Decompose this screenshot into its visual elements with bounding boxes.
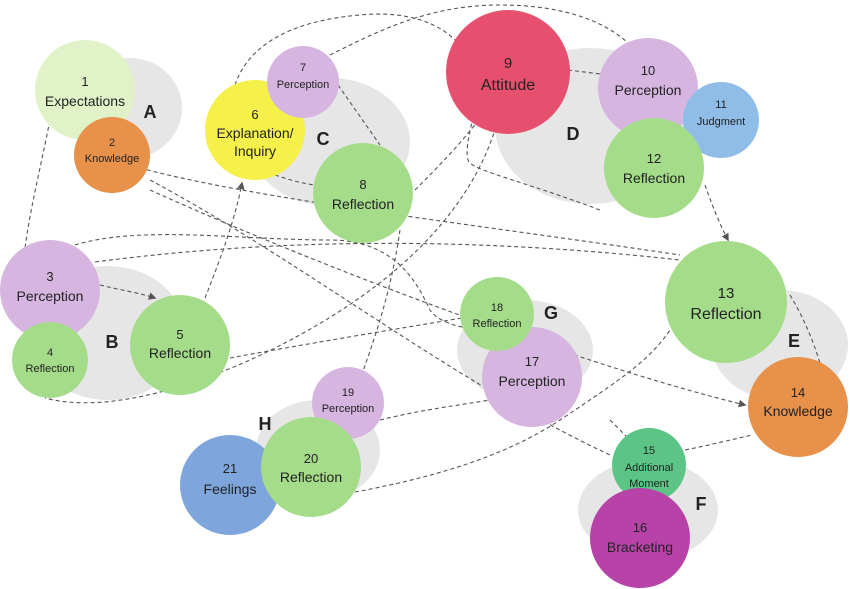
node-1-number: 1 (81, 74, 88, 89)
connector (139, 167, 681, 256)
node-2-label: Knowledge (85, 153, 139, 165)
node-9-number: 9 (504, 55, 512, 72)
connector (379, 399, 491, 421)
node-2-circle (74, 117, 150, 193)
node-16-circle (590, 488, 690, 588)
connector (94, 242, 681, 263)
connector (149, 189, 747, 408)
connector (74, 234, 491, 331)
node-13-number: 13 (718, 285, 735, 302)
connector (567, 69, 601, 75)
node-21-label: Feelings (204, 481, 257, 497)
connector (229, 317, 463, 359)
node-18-label: Reflection (473, 318, 522, 330)
node-11-label: Judgment (697, 116, 745, 128)
node-20-label: Reflection (280, 469, 342, 485)
node-14-label: Knowledge (763, 403, 832, 419)
node-19-number: 19 (342, 387, 354, 399)
node-9-circle (446, 10, 570, 134)
connector (466, 109, 601, 211)
node-20-circle (261, 417, 361, 517)
connector (329, 4, 631, 56)
node-4-circle (12, 322, 88, 398)
connector (44, 119, 499, 404)
node-1-circle (35, 40, 135, 140)
node-12-label: Reflection (623, 170, 685, 186)
node-7-circle (267, 46, 339, 118)
node-2-number: 2 (109, 137, 115, 149)
connector (234, 13, 456, 86)
node-6-number: 6 (251, 107, 258, 122)
node-8-number: 8 (359, 177, 366, 192)
group-a-letter: A (144, 102, 157, 122)
node-17-number: 17 (525, 354, 539, 369)
node-14-circle (748, 357, 848, 457)
node-3-label: Perception (17, 288, 84, 304)
connector (99, 284, 157, 300)
node-18-circle (460, 277, 534, 351)
connector (337, 84, 381, 146)
node-13-label: Reflection (690, 306, 761, 323)
group-h-letter: H (259, 414, 272, 434)
node-6-label-line-2: Inquiry (234, 143, 276, 159)
node-6-label-line-1: Explanation/ (216, 125, 293, 141)
group-b-letter: B (106, 332, 119, 352)
node-10-circle (598, 38, 698, 138)
node-12-circle (604, 118, 704, 218)
node-12-number: 12 (647, 151, 661, 166)
connector (684, 434, 753, 451)
node-circles (0, 10, 848, 588)
node-10-number: 10 (641, 63, 655, 78)
node-14-number: 14 (791, 385, 805, 400)
node-labels: 1 Expectations 2 Knowledge 3 Perception … (17, 55, 833, 555)
node-17-circle (482, 327, 582, 427)
group-e-letter: E (788, 331, 800, 351)
node-1-label: Expectations (45, 93, 125, 109)
connector (704, 184, 729, 242)
connector (354, 329, 671, 493)
node-16-number: 16 (633, 520, 647, 535)
node-3-number: 3 (46, 269, 53, 284)
node-9-label: Attitude (481, 77, 535, 94)
node-7-number: 7 (300, 62, 306, 74)
node-4-label: Reflection (26, 363, 75, 375)
node-3-circle (0, 240, 100, 340)
node-15-number: 15 (643, 445, 655, 457)
node-16-label: Bracketing (607, 539, 673, 555)
node-20-number: 20 (304, 451, 318, 466)
node-15-circle (612, 428, 686, 502)
node-15-label-line-1: Additional (625, 462, 673, 474)
connector (409, 117, 481, 196)
group-f-letter: F (696, 494, 707, 514)
node-8-circle (313, 143, 413, 243)
node-18-number: 18 (491, 302, 503, 314)
group-c-letter: C (317, 129, 330, 149)
node-19-label: Perception (322, 403, 375, 415)
node-17-label: Perception (499, 373, 566, 389)
node-11-circle (683, 82, 759, 158)
node-13-circle (665, 241, 787, 363)
node-5-number: 5 (176, 327, 183, 342)
group-g-letter: G (544, 303, 558, 323)
node-21-number: 21 (223, 461, 237, 476)
group-d-letter: D (567, 124, 580, 144)
connector (24, 119, 51, 249)
node-15-label-line-2: Moment (629, 478, 669, 490)
node-11-number: 11 (715, 99, 726, 111)
connector (204, 181, 245, 299)
node-4-number: 4 (47, 347, 53, 359)
node-8-label: Reflection (332, 196, 394, 212)
group-letters: A B C D E F G H (106, 102, 801, 514)
node-5-label: Reflection (149, 345, 211, 361)
connector (359, 229, 401, 381)
node-5-circle (130, 295, 230, 395)
connector (274, 174, 316, 186)
node-7-label: Perception (277, 79, 330, 91)
node-10-label: Perception (615, 82, 682, 98)
node-21-circle (180, 435, 280, 535)
